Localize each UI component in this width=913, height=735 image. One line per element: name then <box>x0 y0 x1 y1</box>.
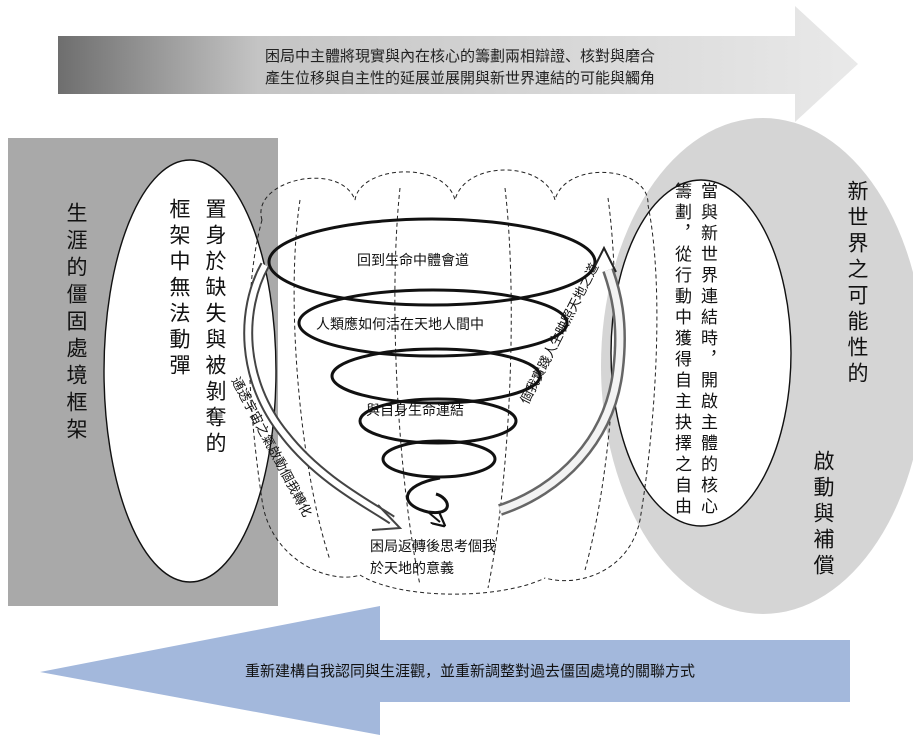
bottom-arrow <box>40 606 850 735</box>
right-oval-text: 當與新世界連結時，開啟主體的核心 籌劃，從行動中獲得自主抉擇之自由 <box>668 182 720 522</box>
spiral-label-lower: 與自身生命連結 <box>366 403 464 419</box>
top-arrow-line1: 困局中主體將現實與內在核心的籌劃兩相辯證、核對與磨合 <box>264 47 655 65</box>
spiral-label-top: 回到生命中體會道 <box>357 253 469 269</box>
right-oval <box>610 179 792 527</box>
right-oval-line1: 當與新世界連結時，開啟主體的核心 <box>697 182 717 518</box>
bottom-arrow-text: 重新建構自我認同與生涯觀，並重新調整對過去僵固處境的關聯方式 <box>244 662 695 680</box>
top-arrow-line2: 產生位移與自主性的延展並展開與新世界連結的可能與觸角 <box>264 69 655 87</box>
spiral <box>267 217 597 515</box>
left-oval-line1: 置身於缺失與被剝奪的 <box>203 198 227 458</box>
spiral-end-arrow <box>427 511 440 522</box>
left-frame-label: 生涯的僵固處境框架 <box>64 202 88 445</box>
spiral-bottom-line1: 困局返轉後思考個我 <box>370 539 496 555</box>
top-arrow <box>58 6 858 122</box>
right-oval-line2: 籌劃，從行動中獲得自主抉擇之自由 <box>671 182 691 518</box>
spiral-label-middle: 人類應如何活在天地人間中 <box>316 317 484 333</box>
right-circle-text: 新世界之可能性的 啟動與補償 <box>808 180 872 580</box>
top-arrow-text: 困局中主體將現實與內在核心的籌劃兩相辯證、核對與磨合 產生位移與自主性的延展並展… <box>180 45 740 89</box>
right-circle-line2: 啟動與補償 <box>811 450 835 580</box>
right-circle-line1: 新世界之可能性的 <box>845 180 869 388</box>
left-oval-line2: 框架中無法動彈 <box>167 198 191 380</box>
left-oval-text: 置身於缺失與被剝奪的 框架中無法動彈 <box>162 198 232 498</box>
spiral-bottom-label: 困局返轉後思考個我 於天地的意義 <box>370 536 496 580</box>
left-oval <box>103 159 277 583</box>
spiral-bottom-line2: 於天地的意義 <box>370 561 454 577</box>
